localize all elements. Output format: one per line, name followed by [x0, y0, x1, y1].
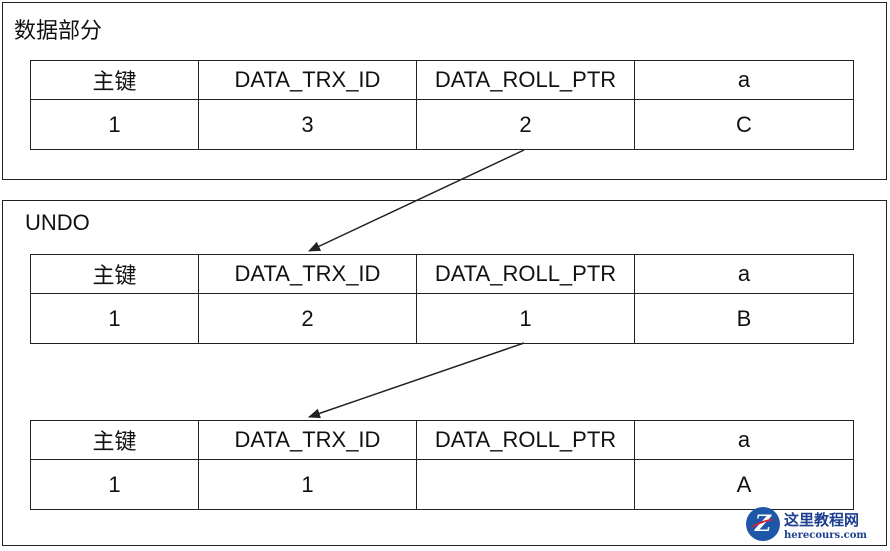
cell-column-a: C	[634, 99, 854, 150]
header-column-a: a	[634, 254, 854, 294]
cell-column-a: B	[634, 293, 854, 344]
cell-primary-key: 1	[30, 459, 199, 510]
header-data-roll-ptr: DATA_ROLL_PTR	[416, 60, 635, 100]
header-primary-key: 主键	[30, 60, 199, 100]
header-column-a: a	[634, 60, 854, 100]
cell-column-a: A	[634, 459, 854, 510]
undo-record-table-1: 主键 DATA_TRX_ID DATA_ROLL_PTR a 1 2 1 B	[30, 254, 854, 344]
header-column-a: a	[634, 420, 854, 460]
watermark-site-name: 这里教程网	[784, 511, 860, 529]
cell-data-roll-ptr	[416, 459, 635, 510]
cell-primary-key: 1	[30, 293, 199, 344]
cell-data-trx-id: 3	[198, 99, 417, 150]
header-row: 主键 DATA_TRX_ID DATA_ROLL_PTR a	[30, 420, 854, 460]
header-data-trx-id: DATA_TRX_ID	[198, 60, 417, 100]
table-row: 1 1 A	[30, 459, 854, 510]
header-data-roll-ptr: DATA_ROLL_PTR	[416, 420, 635, 460]
table-row: 1 2 1 B	[30, 293, 854, 344]
cell-data-trx-id: 2	[198, 293, 417, 344]
header-row: 主键 DATA_TRX_ID DATA_ROLL_PTR a	[30, 254, 854, 294]
table-row: 1 3 2 C	[30, 99, 854, 150]
undo-section-title: UNDO	[25, 210, 90, 235]
undo-record-table-2: 主键 DATA_TRX_ID DATA_ROLL_PTR a 1 1 A	[30, 420, 854, 510]
cell-primary-key: 1	[30, 99, 199, 150]
header-data-trx-id: DATA_TRX_ID	[198, 254, 417, 294]
header-data-roll-ptr: DATA_ROLL_PTR	[416, 254, 635, 294]
header-row: 主键 DATA_TRX_ID DATA_ROLL_PTR a	[30, 60, 854, 100]
data-record-table: 主键 DATA_TRX_ID DATA_ROLL_PTR a 1 3 2 C	[30, 60, 854, 150]
cell-data-trx-id: 1	[198, 459, 417, 510]
site-watermark: Z 这里教程网 herecours.com	[736, 503, 886, 549]
site-logo-icon: Z	[746, 507, 780, 541]
header-data-trx-id: DATA_TRX_ID	[198, 420, 417, 460]
cell-data-roll-ptr: 2	[416, 99, 635, 150]
watermark-site-url: herecours.com	[784, 530, 868, 541]
header-primary-key: 主键	[30, 420, 199, 460]
header-primary-key: 主键	[30, 254, 199, 294]
cell-data-roll-ptr: 1	[416, 293, 635, 344]
data-section-title: 数据部分	[14, 18, 103, 43]
